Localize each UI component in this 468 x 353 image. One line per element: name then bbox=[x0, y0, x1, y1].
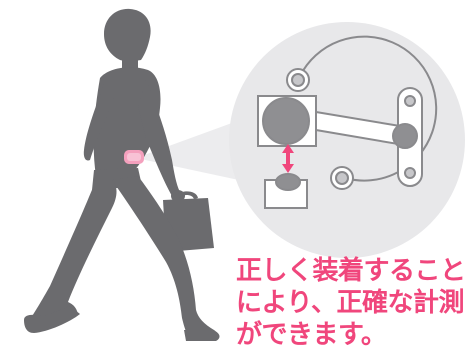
head bbox=[104, 8, 151, 62]
lower-joint-inner bbox=[335, 171, 349, 185]
bracket-bottom-hole bbox=[404, 167, 416, 179]
front-leg bbox=[112, 176, 219, 340]
sensor-block-knob bbox=[275, 173, 301, 191]
bracket-top-hole bbox=[404, 95, 416, 107]
back-leg bbox=[26, 180, 117, 332]
mechanism-icon bbox=[257, 35, 438, 209]
caption-text: 正しく装着すること により、正確な計測 ができます。 bbox=[236, 255, 466, 351]
caption-line-3: ができます。 bbox=[236, 320, 387, 350]
top-joint-inner bbox=[291, 73, 305, 87]
linkage-arc bbox=[299, 35, 438, 182]
walking-person-silhouette bbox=[24, 8, 220, 341]
device-knob bbox=[262, 97, 310, 145]
caption-line-2: により、正確な計測 bbox=[236, 288, 464, 318]
caption-line-1: 正しく装着すること bbox=[236, 256, 466, 286]
bracket-pivot bbox=[392, 123, 418, 149]
briefcase-handle bbox=[174, 191, 198, 200]
vertical-double-arrow-icon bbox=[282, 144, 294, 173]
rear-arm bbox=[83, 84, 114, 161]
front-arm bbox=[138, 80, 180, 196]
waist-sensor-icon bbox=[124, 150, 144, 164]
